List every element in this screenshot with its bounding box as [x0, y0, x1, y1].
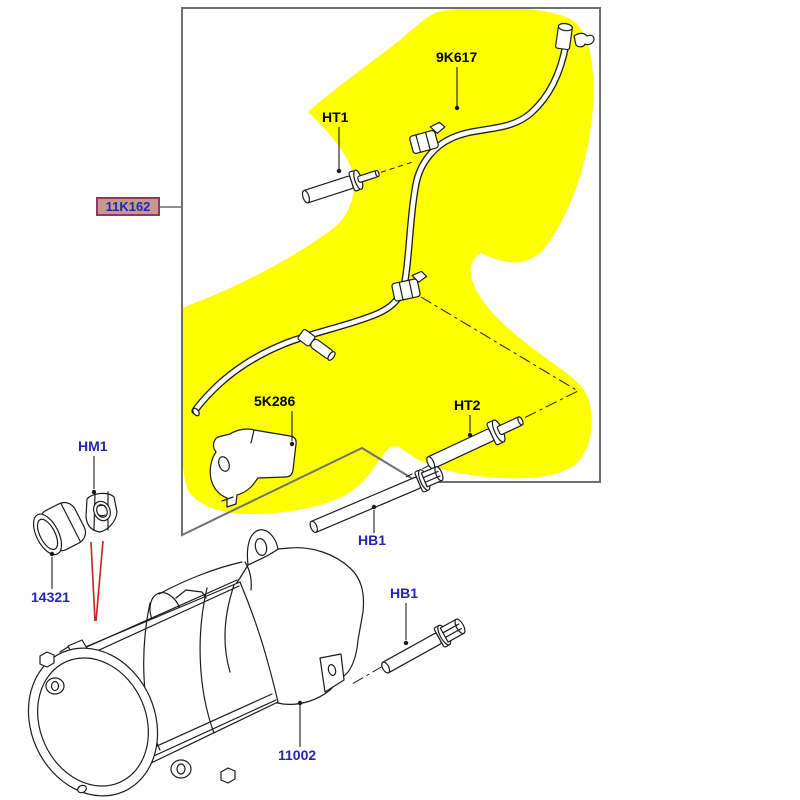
- part-label-ht2: HT2: [454, 397, 481, 413]
- pipe-drawing-9k617: [191, 22, 595, 417]
- part-label-14321[interactable]: 14321: [31, 589, 70, 605]
- part-label-9k617: 9K617: [436, 49, 478, 65]
- axis-line-hb1-lower: [351, 665, 384, 685]
- pipe-branch-stub: [297, 328, 336, 361]
- part-label-hb1-upper[interactable]: HB1: [358, 532, 387, 548]
- part-label-hm1[interactable]: HM1: [78, 438, 108, 454]
- part-label-5k286: 5K286: [254, 393, 296, 409]
- cap-drawing-14321: [32, 501, 87, 556]
- part-label-11002[interactable]: 11002: [278, 747, 317, 763]
- bolt-drawing-hb1-upper: [309, 466, 444, 534]
- red-pointer-lines: [90, 540, 104, 622]
- callout-11k162[interactable]: 11K162: [96, 197, 160, 216]
- nut-drawing-hm1: [85, 491, 118, 533]
- bolt-drawing-hb1-lower: [381, 618, 466, 674]
- highlight-blob: [182, 7, 594, 515]
- part-label-hb1-lower[interactable]: HB1: [390, 585, 419, 601]
- pipe-clamp-mid: [391, 270, 428, 302]
- leader-lines: [49, 67, 473, 747]
- starter-motor-drawing: [27, 529, 365, 797]
- stud-drawing-ht2: [426, 416, 524, 470]
- part-label-ht1: HT1: [322, 109, 349, 125]
- pipe-clamp-upper: [409, 121, 446, 154]
- bracket-drawing-5k286: [209, 428, 297, 508]
- stud-drawing-ht1: [301, 161, 414, 204]
